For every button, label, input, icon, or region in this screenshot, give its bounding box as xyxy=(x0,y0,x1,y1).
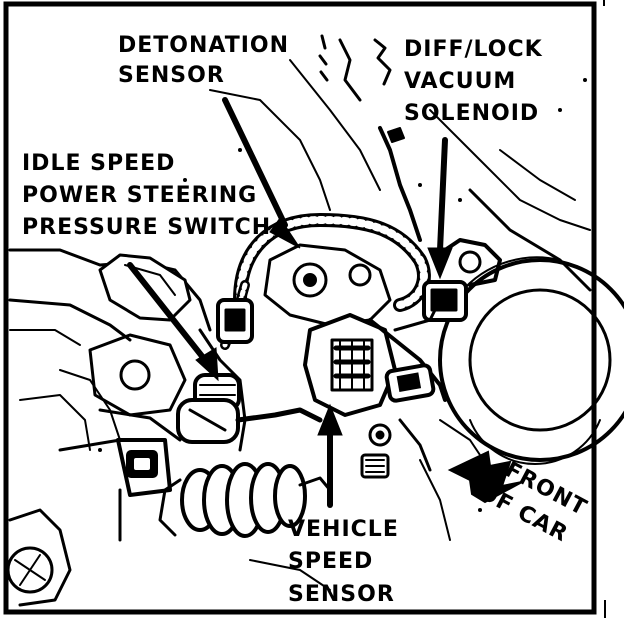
bolt-lower xyxy=(368,423,392,447)
pulley-inner xyxy=(468,288,612,432)
leader-arrows xyxy=(127,97,523,508)
steering-boot xyxy=(158,462,332,538)
belt-right xyxy=(468,188,592,292)
engine-illustration xyxy=(6,34,624,607)
vacuum-line xyxy=(378,126,422,242)
arrowhead-diff-lock xyxy=(427,247,453,280)
front-of-car-arrow xyxy=(447,450,523,504)
pulley-outer xyxy=(438,258,624,462)
label-detonation-sensor: DETONATION SENSOR xyxy=(118,33,298,88)
nut-lower xyxy=(360,453,390,479)
bottom-left-part xyxy=(8,508,72,607)
label-diff-lock-solenoid: DIFF/LOCK VACUUM SOLENOID xyxy=(404,37,551,126)
label-vehicle-speed-sensor: VEHICLE SPEED SENSOR xyxy=(288,517,408,607)
arrow-idle-speed xyxy=(127,262,208,363)
arrowhead-vehicle-speed xyxy=(317,403,343,436)
upper-belt xyxy=(209,89,331,211)
left-lower-rail xyxy=(8,298,132,342)
arrowhead-detonation xyxy=(269,217,301,249)
arrow-diff-lock xyxy=(437,137,448,253)
hose-line xyxy=(235,407,323,423)
sensor-wire xyxy=(368,318,447,402)
arrow-detonation xyxy=(222,97,288,228)
central-housing xyxy=(263,243,392,327)
arrowhead-idle-speed xyxy=(195,347,219,382)
label-idle-speed-switch: IDLE SPEED POWER STEERING PRESSURE SWITC… xyxy=(22,151,271,240)
left-housing xyxy=(88,333,187,417)
